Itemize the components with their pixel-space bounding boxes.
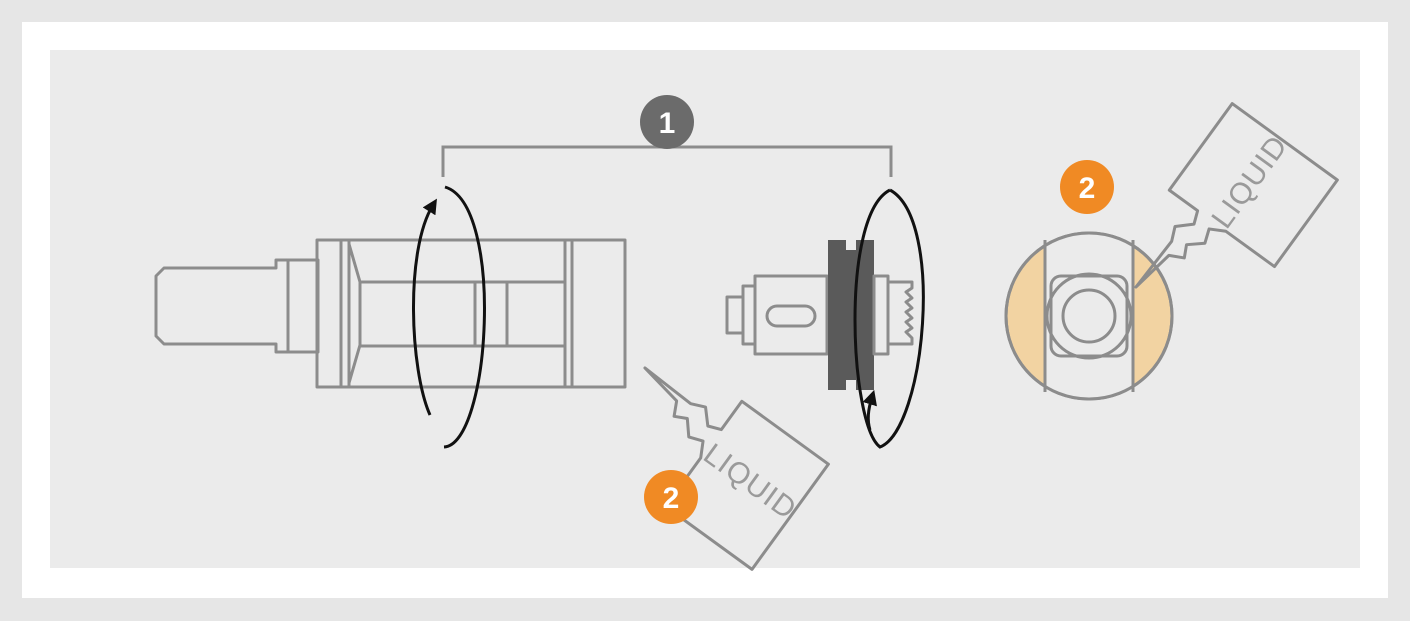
rotate-right-icon bbox=[853, 188, 925, 449]
tank-outline bbox=[315, 238, 627, 389]
step2-number-top: 2 bbox=[1079, 172, 1096, 205]
step2-badge-top: 2 bbox=[1060, 160, 1114, 214]
coil-hole bbox=[765, 304, 817, 328]
coil-center-strip bbox=[1045, 233, 1133, 399]
step1-number: 1 bbox=[659, 107, 676, 140]
step2-number-bottom: 2 bbox=[663, 482, 680, 515]
step2-badge-bottom: 2 bbox=[644, 470, 698, 524]
coil-top-view bbox=[1004, 231, 1174, 401]
coil-head bbox=[725, 240, 914, 390]
coil-base-plate bbox=[828, 240, 874, 390]
step1-badge: 1 bbox=[640, 95, 694, 149]
tank-body bbox=[154, 238, 627, 389]
rotate-left-icon bbox=[412, 185, 486, 449]
drip-tip bbox=[154, 258, 290, 354]
